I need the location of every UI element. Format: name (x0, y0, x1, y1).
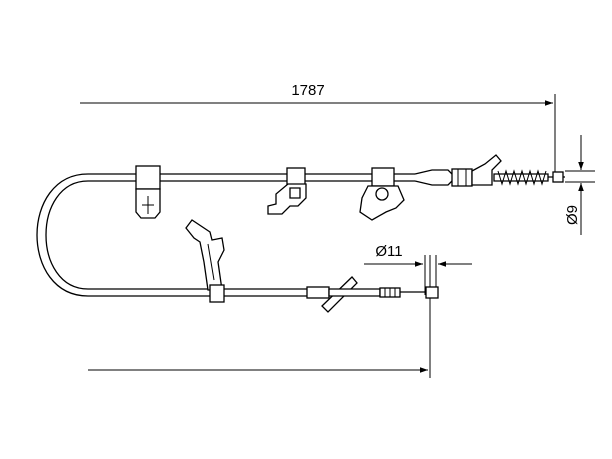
upper-end-assembly (414, 154, 565, 187)
brake-cable (36, 173, 415, 297)
bracket-one (267, 167, 307, 215)
lower-conduit-end (328, 288, 381, 297)
lever-rib (207, 243, 215, 281)
fitting-diameter-label: Ø11 (375, 243, 402, 260)
lever-clamp (209, 284, 225, 303)
lower-wire-nipple (425, 286, 439, 299)
overall-length-dimension: 1787 (80, 82, 556, 182)
cable-loop-outer (36, 173, 89, 297)
tab-collar (135, 165, 161, 190)
conduit-transition-top (414, 169, 453, 175)
lower-sleeve (306, 286, 330, 299)
bracket-one-slot (289, 187, 301, 199)
cable-diameter-dimension: Ø9 (564, 135, 595, 235)
bracket-one-collar (286, 167, 306, 187)
wire-nipple (552, 171, 564, 183)
ferrule (451, 168, 473, 187)
lower-reference-dimension (88, 255, 431, 378)
lever-bracket (185, 219, 225, 303)
end-fitting-diameter-dimension: Ø11 (364, 243, 472, 295)
bracket-two (359, 167, 405, 221)
overall-length-label: 1787 (291, 82, 324, 99)
cable-diameter-label: Ø9 (564, 205, 581, 225)
lower-end-assembly (306, 276, 439, 313)
bracket-two-body (359, 185, 405, 221)
cable-loop-inner (45, 180, 89, 290)
bracket-two-hole (375, 187, 389, 201)
mounting-tab-left (135, 165, 161, 219)
lever-body (185, 219, 225, 291)
retainer-clip (471, 154, 502, 186)
bracket-two-collar (371, 167, 395, 187)
conduit-transition-bottom (414, 180, 453, 186)
return-spring (497, 169, 547, 186)
